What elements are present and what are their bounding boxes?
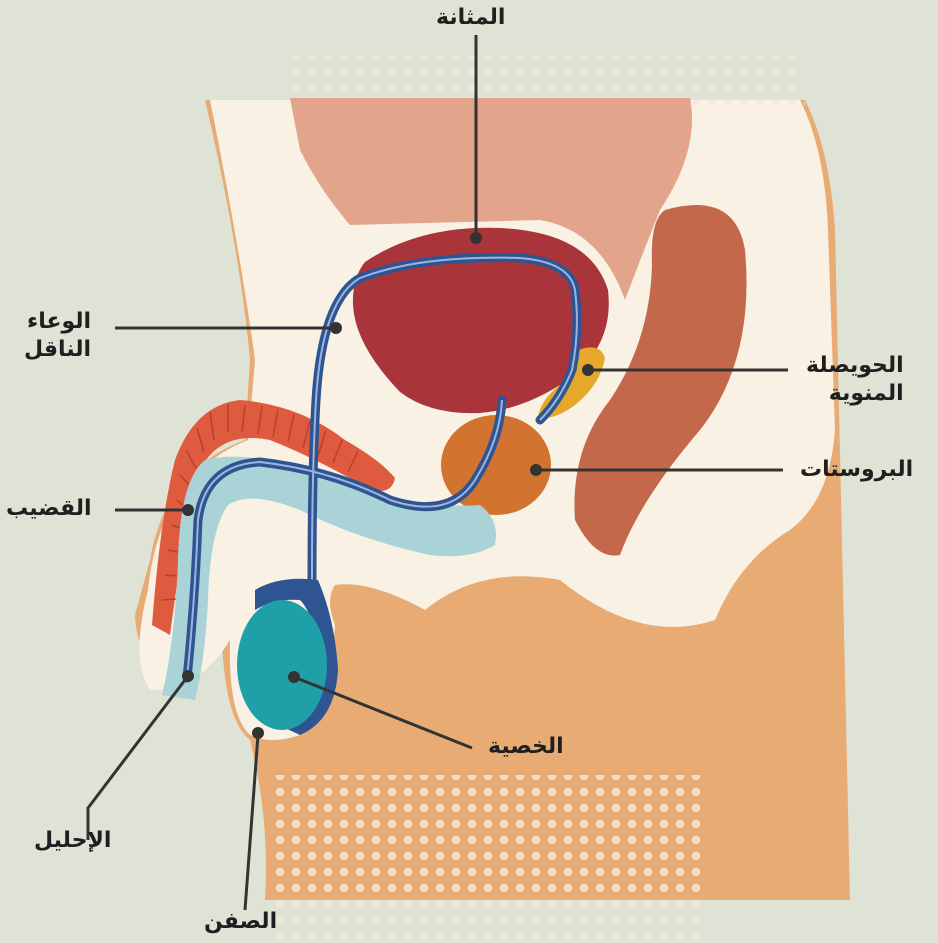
label-bladder: المثانة (436, 4, 505, 32)
urethra-leader (88, 676, 188, 840)
label-scrotum: الصفن (204, 908, 277, 936)
label-vas-deferens: الوعاء الناقل (24, 308, 91, 364)
scrotum-leader (245, 735, 258, 910)
dot-texture-top (285, 55, 805, 105)
testis (237, 600, 327, 730)
label-testis: الخصية (488, 733, 564, 761)
label-seminal-vesicle: الحويصلة المنوية (806, 352, 904, 408)
label-urethra: الإحليل (34, 827, 111, 855)
dot-texture-bottom (270, 775, 700, 943)
label-penis: القضيب (6, 495, 92, 523)
label-prostate: البروستات (800, 456, 913, 484)
